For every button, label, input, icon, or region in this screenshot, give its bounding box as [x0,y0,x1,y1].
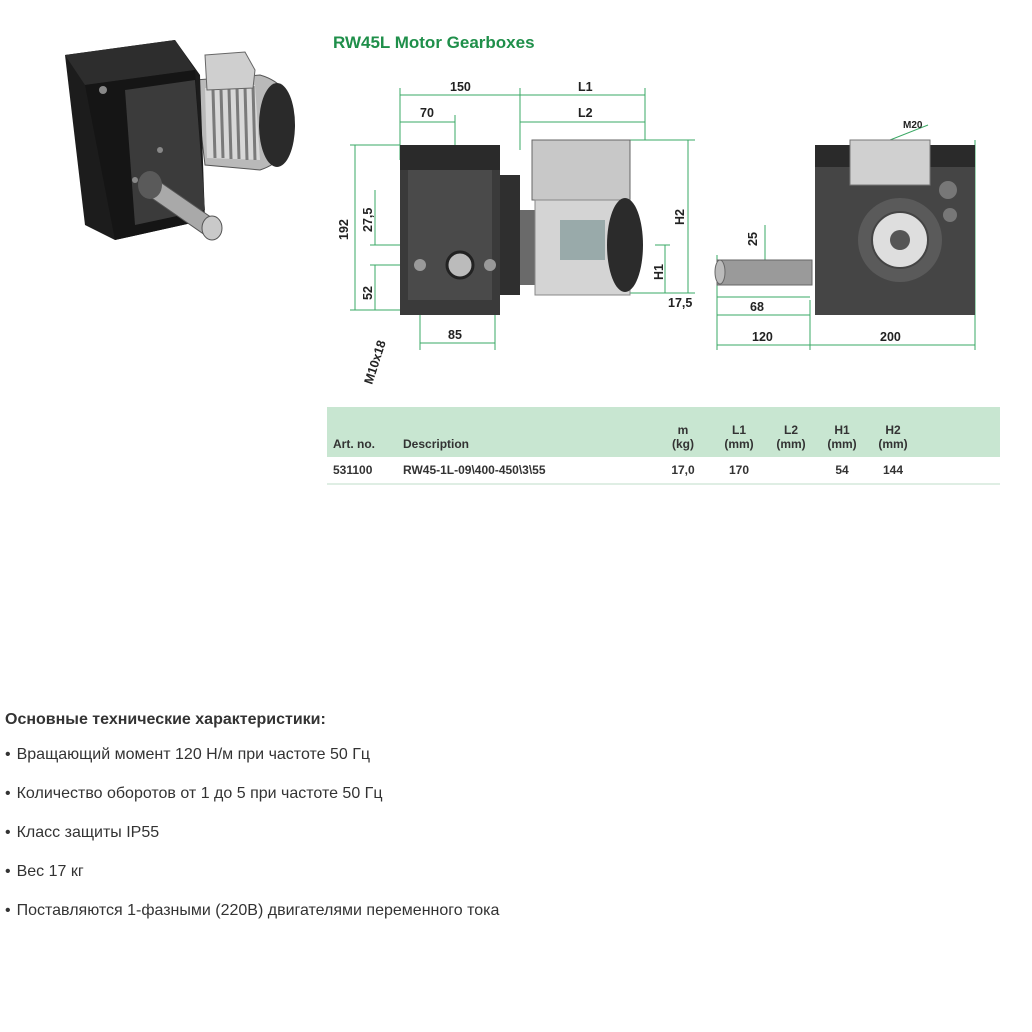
dim-150: 150 [450,80,471,94]
col-l2: L2(mm) [776,423,806,451]
product-photo [65,40,295,241]
col-h2: H2(mm) [878,423,908,451]
dim-70: 70 [420,106,434,120]
dim-192: 192 [337,219,351,240]
dim-68: 68 [750,300,764,314]
cell-l1: 170 [713,457,765,485]
dim-H1: H1 [652,264,666,280]
features-list: Вращающий момент 120 Н/м при частоте 50 … [5,744,765,939]
features-heading: Основные технические характеристики: [5,711,326,728]
col-h1: H1(mm) [827,423,857,451]
col-description: Description [403,437,470,451]
dim-M20: M20 [903,120,923,131]
feature-item: Вращающий момент 120 Н/м при частоте 50 … [5,744,765,783]
cell-h1: 54 [817,457,867,485]
cell-h2: 144 [867,457,919,485]
features-section: Основные технические характеристики: Вра… [5,706,765,939]
dim-L2: L2 [578,106,593,120]
dim-200: 200 [880,330,901,344]
cell-l2 [765,457,817,485]
col-art-no: Art. no. [333,437,375,451]
feature-item: Поставляются 1-фазными (220В) двигателям… [5,900,765,939]
dim-85: 85 [448,328,462,342]
dim-120: 120 [752,330,773,344]
cell-m: 17,0 [653,457,713,485]
dim-52: 52 [361,286,375,300]
feature-item: Класс защиты IP55 [5,822,765,861]
dim-27-5: 27,5 [361,208,375,232]
drawing-title: RW45L Motor Gearboxes [333,33,535,52]
dim-17-5: 17,5 [668,296,692,310]
dim-25: 25 [746,232,760,246]
feature-item: Количество оборотов от 1 до 5 при частот… [5,783,765,822]
cell-art-no: 531100 [327,457,397,485]
col-l1: L1(mm) [724,423,754,451]
spec-table: Art. no. Description m(kg) L1(mm) L2(mm)… [327,407,1000,485]
col-m: m(kg) [672,423,694,451]
dim-thread: M10x18 [362,339,389,386]
feature-item: Вес 17 кг [5,861,765,900]
dimension-drawing: 150 L1 70 L2 192 27,5 52 85 M10x18 H2 H1… [337,80,976,386]
output-shaft [138,171,223,241]
gearbox-front-view [400,139,643,315]
spec-table-header-row: Art. no. Description m(kg) L1(mm) L2(mm)… [327,407,1000,457]
cell-description: RW45-1L-09\400-450\3\55 [397,457,653,485]
motor-body [194,51,295,171]
dim-H2: H2 [673,209,687,225]
dim-L1: L1 [578,80,593,94]
gearbox-side-view [714,139,975,315]
table-row: 531100 RW45-1L-09\400-450\3\55 17,0 170 … [327,457,1000,485]
